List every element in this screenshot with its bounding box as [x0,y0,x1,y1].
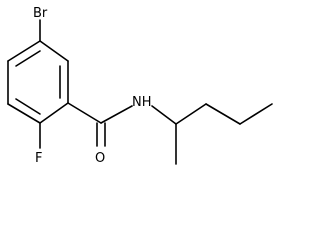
ring-double-bond-lower-left [15,98,41,115]
atom-label-nh: NH [132,95,152,110]
bond-c3-c4 [239,103,273,125]
molecule-diagram: Br F O NH [7,6,273,166]
atom-label-o: O [95,151,105,166]
bond-carbonyl-n [100,105,133,124]
structure-svg: Br F O NH [7,6,273,166]
ring-bond-c1-c2 [39,40,69,62]
ring-bond-c3-c4 [39,102,69,124]
bond-c3-carbonyl [67,102,102,124]
bond-ch-c2 [175,103,207,125]
ring-bond-c6-c1 [7,40,41,62]
bond-c2-c3 [205,103,241,125]
atom-label-f: F [35,151,42,166]
atom-label-br: Br [33,6,48,21]
ring-double-bond-upper-left [15,50,41,67]
bond-n-ch [151,105,177,125]
ring-bond-c4-c5 [7,103,41,124]
